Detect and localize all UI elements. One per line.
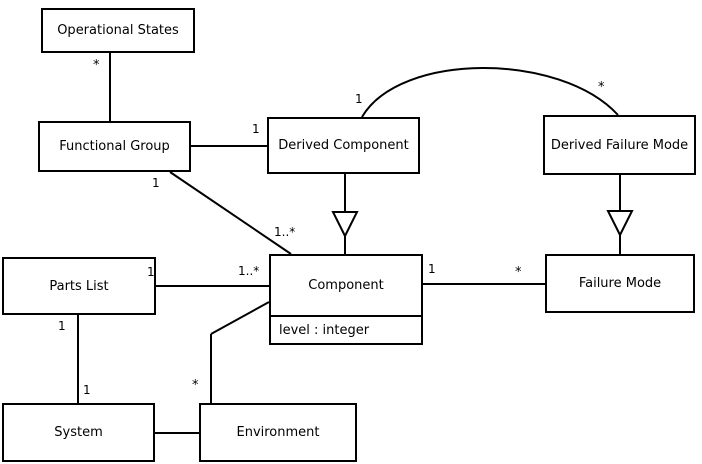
multiplicity-partslist-system-source: 1	[58, 319, 66, 333]
class-name-failure-mode: Failure Mode	[578, 276, 662, 291]
class-box-failure-mode[interactable]: Failure Mode	[545, 254, 695, 313]
generalization-triangle-component	[331, 211, 359, 239]
multiplicity-partslist-component-source: 1	[147, 265, 155, 279]
edge-environment-component-diagonal	[210, 301, 270, 335]
class-box-functional-group[interactable]: Functional Group	[38, 121, 191, 172]
multiplicity-environment-component: *	[192, 378, 199, 393]
multiplicity-functionalgroup-component-target: 1..*	[274, 225, 296, 239]
class-name-component: Component	[308, 278, 384, 293]
class-box-derived-failure-mode[interactable]: Derived Failure Mode	[543, 115, 696, 175]
multiplicity-partslist-system-target: 1	[83, 383, 91, 397]
class-box-parts-list[interactable]: Parts List	[2, 257, 156, 315]
multiplicity-functionalgroup-component-source: 1	[152, 176, 160, 190]
multiplicity-component-failuremode-source: 1	[428, 262, 436, 276]
class-attribute-component-level: level : integer	[271, 315, 421, 343]
class-name-functional-group: Functional Group	[59, 139, 170, 154]
generalization-triangle-failuremode	[606, 210, 634, 238]
class-name-environment: Environment	[236, 425, 320, 440]
class-name-system: System	[54, 425, 103, 440]
class-name-operational-states: Operational States	[57, 23, 179, 38]
class-box-environment[interactable]: Environment	[199, 403, 357, 462]
multiplicity-derivedcomponent-arc: 1	[355, 92, 363, 106]
class-name-derived-failure-mode: Derived Failure Mode	[550, 137, 689, 153]
edge-derivedcomponent-derivedfailuremode	[361, 67, 619, 118]
multiplicity-functionalgroup-derivedcomponent: 1	[252, 122, 260, 136]
class-box-operational-states[interactable]: Operational States	[41, 8, 195, 53]
multiplicity-derivedfailuremode-arc: *	[598, 80, 605, 95]
multiplicity-component-failuremode-target: *	[515, 265, 522, 280]
multiplicity-partslist-component-target: 1..*	[238, 264, 260, 278]
class-name-derived-component: Derived Component	[278, 138, 409, 153]
class-box-component[interactable]: Component level : integer	[269, 254, 423, 345]
class-box-system[interactable]: System	[2, 403, 155, 462]
class-box-derived-component[interactable]: Derived Component	[267, 117, 420, 174]
multiplicity-operationalstates-functionalgroup: *	[93, 58, 100, 73]
edge-functionalgroup-component	[169, 171, 292, 255]
class-name-parts-list: Parts List	[49, 278, 109, 294]
